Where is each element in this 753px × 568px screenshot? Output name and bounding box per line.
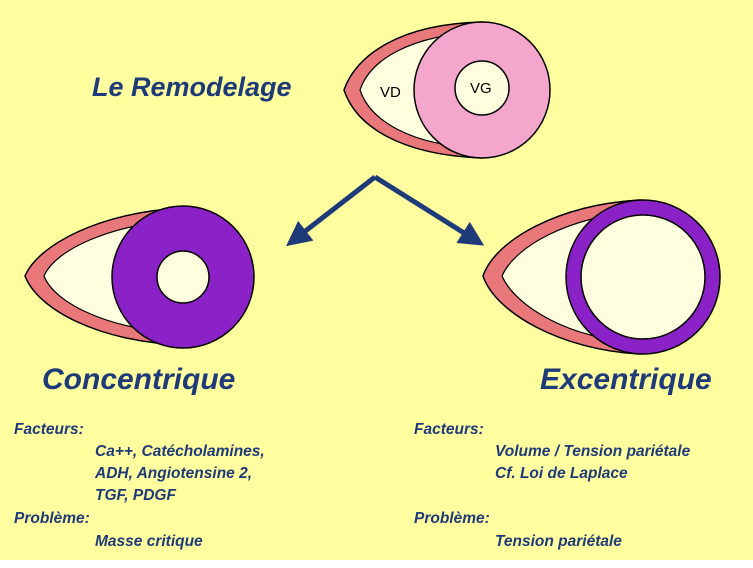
conc-lv-cavity bbox=[157, 251, 209, 303]
arrow-left bbox=[290, 177, 375, 243]
right-problem-label: Problème: bbox=[414, 510, 490, 528]
eccentric-heart bbox=[483, 200, 720, 354]
left-problem-label: Problème: bbox=[14, 510, 90, 528]
left-factor-3: TGF, PDGF bbox=[95, 487, 176, 505]
right-factor-2: Cf. Loi de Laplace bbox=[495, 465, 628, 483]
top-heart: VD VG bbox=[344, 22, 550, 158]
arrows bbox=[290, 177, 480, 243]
vd-label: VD bbox=[380, 84, 401, 101]
left-factors-label: Facteurs: bbox=[14, 421, 84, 439]
exc-lv-cavity bbox=[581, 215, 705, 339]
vg-label: VG bbox=[470, 80, 492, 97]
right-factors-label: Facteurs: bbox=[414, 421, 484, 439]
concentric-title: Concentrique bbox=[42, 363, 235, 397]
right-factor-1: Volume / Tension pariétale bbox=[495, 443, 690, 461]
left-problem: Masse critique bbox=[95, 533, 203, 551]
page-title: Le Remodelage bbox=[92, 72, 292, 103]
left-factor-2: ADH, Angiotensine 2, bbox=[95, 465, 252, 483]
eccentric-title: Excentrique bbox=[540, 363, 712, 397]
left-factor-1: Ca++, Catécholamines, bbox=[95, 443, 265, 461]
right-problem: Tension pariétale bbox=[495, 533, 622, 551]
concentric-heart bbox=[25, 206, 254, 348]
arrow-right bbox=[375, 177, 480, 243]
